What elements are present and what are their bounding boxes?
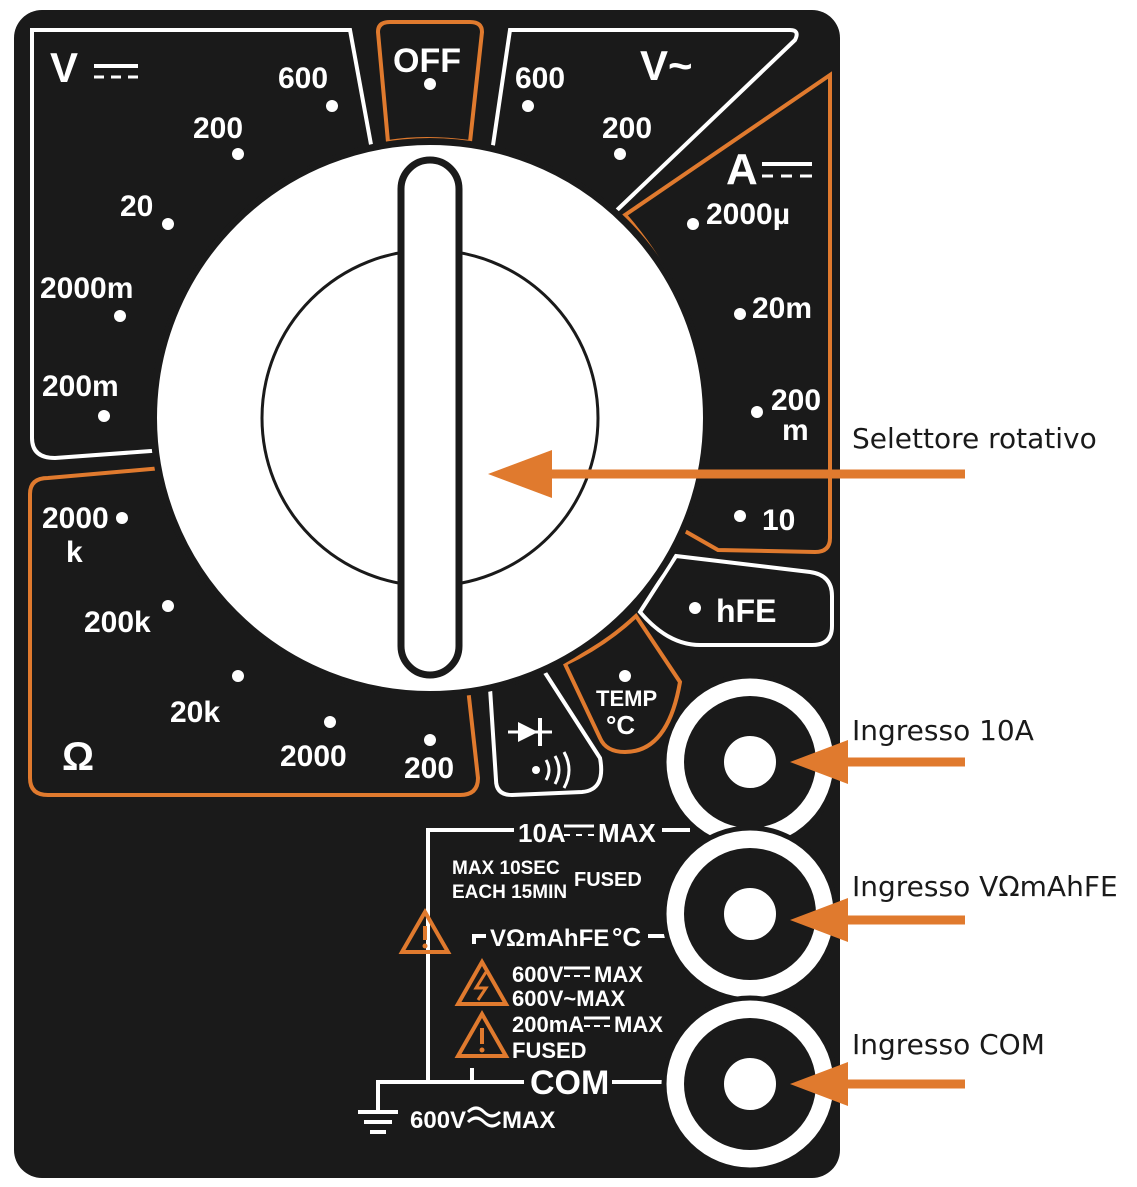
acv-range-600: 600	[515, 62, 565, 95]
arrow-input-vohm	[790, 898, 965, 942]
dca-range-20m: 20m	[752, 292, 812, 325]
off-label: OFF	[393, 42, 461, 80]
dca-range-2000u: 2000µ	[706, 198, 790, 231]
ground-limit-600v: 600V	[410, 1107, 466, 1134]
acv-symbol: V~	[640, 42, 693, 89]
ground-limit-max: MAX	[502, 1107, 555, 1134]
arrow-input-10a	[790, 740, 965, 784]
dcv-dot-200	[232, 148, 244, 160]
acv-range-200: 200	[602, 112, 652, 145]
label-fused-10a: FUSED	[574, 869, 642, 891]
ohm-dot-200k	[162, 600, 174, 612]
hfe-region-outline	[637, 553, 834, 647]
ohm-dot-2000k	[116, 512, 128, 524]
dcv-range-600: 600	[278, 62, 328, 95]
off-dot	[424, 78, 436, 90]
dcv-range-2000m: 2000m	[40, 272, 133, 305]
dcv-range-20: 20	[120, 190, 153, 223]
ac-dc-symbol-icon	[466, 1106, 502, 1128]
label-fused-ma: FUSED	[512, 1038, 587, 1063]
knob-pointer-bar	[397, 156, 463, 679]
dca-symbol: A	[726, 145, 758, 194]
label-vohm: VΩmAhFE	[490, 925, 609, 952]
ohm-dot-200	[424, 734, 436, 746]
warning-triangle-icon	[398, 907, 452, 954]
limit-200ma-max: MAX	[614, 1012, 663, 1037]
temp-region-outline	[562, 612, 683, 755]
label-com: COM	[530, 1064, 609, 1102]
ohm-range-2000: 2000	[280, 740, 347, 773]
ohm-range-2000k-bottom: k	[66, 536, 83, 569]
ohm-dot-2000	[324, 716, 336, 728]
diode-buzzer-icon	[508, 718, 571, 789]
high-voltage-warning-icon	[454, 957, 510, 1006]
jack-10a[interactable]	[661, 673, 839, 851]
dca-dot-2000u	[687, 218, 699, 230]
dcv-range-200: 200	[193, 112, 243, 145]
dc-symbol-icon	[564, 966, 590, 977]
dcv-dot-2000m	[114, 310, 126, 322]
terminal-wiring	[376, 828, 690, 1112]
ohm-range-2000k-top: 2000	[42, 502, 109, 535]
dca-dot-20m	[734, 308, 746, 320]
label-10a-max: MAX	[598, 818, 656, 848]
ohm-symbol: Ω	[62, 735, 94, 779]
temp-label-bottom: °C	[606, 710, 635, 740]
dca-range-200m-bottom: m	[782, 414, 809, 447]
dc-symbol-icon	[584, 1016, 610, 1027]
dcv-symbol: V	[50, 44, 78, 91]
dc-symbol-icon	[564, 824, 594, 836]
warn-each-15min: EACH 15MIN	[452, 882, 567, 903]
acv-dot-600	[522, 100, 534, 112]
ohm-range-200k: 200k	[84, 606, 151, 639]
annotation-selector: Selettore rotativo	[852, 422, 1097, 455]
ohm-range-20k: 20k	[170, 696, 220, 729]
ohm-range-200: 200	[404, 752, 454, 785]
dca-range-10: 10	[762, 504, 795, 537]
jack-com[interactable]	[661, 995, 839, 1173]
acv-dot-200	[614, 148, 626, 160]
dcv-dot-600	[326, 100, 338, 112]
annotation-input-com: Ingresso COM	[852, 1028, 1045, 1061]
ground-icon	[358, 1110, 398, 1134]
limit-200ma: 200mA	[512, 1012, 584, 1037]
dca-dot-10	[734, 510, 746, 522]
dca-range-200m-top: 200	[771, 384, 821, 417]
arrow-input-com	[790, 1062, 965, 1106]
dca-dot-200m	[751, 406, 763, 418]
warn-max-10sec: MAX 10SEC	[452, 858, 560, 879]
limit-600v-ac: 600V~MAX	[512, 986, 625, 1011]
warning-triangle-icon	[454, 1009, 510, 1058]
dc-current-symbol-icon	[762, 162, 812, 178]
ohm-dot-20k	[232, 670, 244, 682]
limit-600v-dc-max: MAX	[594, 962, 643, 987]
temp-label-top: TEMP	[596, 686, 657, 711]
dcv-dot-200m	[98, 410, 110, 422]
limit-600v-dc: 600V	[512, 962, 564, 987]
dc-symbol-icon	[94, 64, 138, 79]
temp-dot	[619, 670, 631, 682]
label-10a: 10A	[518, 818, 566, 848]
label-vohm-unit: °C	[612, 922, 641, 952]
arrow-selector	[488, 450, 965, 498]
hfe-label: hFE	[716, 593, 776, 629]
annotation-input-vohm: Ingresso VΩmAhFE	[852, 870, 1118, 903]
dcv-dot-20	[162, 218, 174, 230]
annotation-input-10a: Ingresso 10A	[852, 714, 1034, 747]
hfe-dot	[689, 602, 701, 614]
rotary-selector-knob[interactable]	[150, 138, 710, 698]
dcv-range-200m: 200m	[42, 370, 119, 403]
